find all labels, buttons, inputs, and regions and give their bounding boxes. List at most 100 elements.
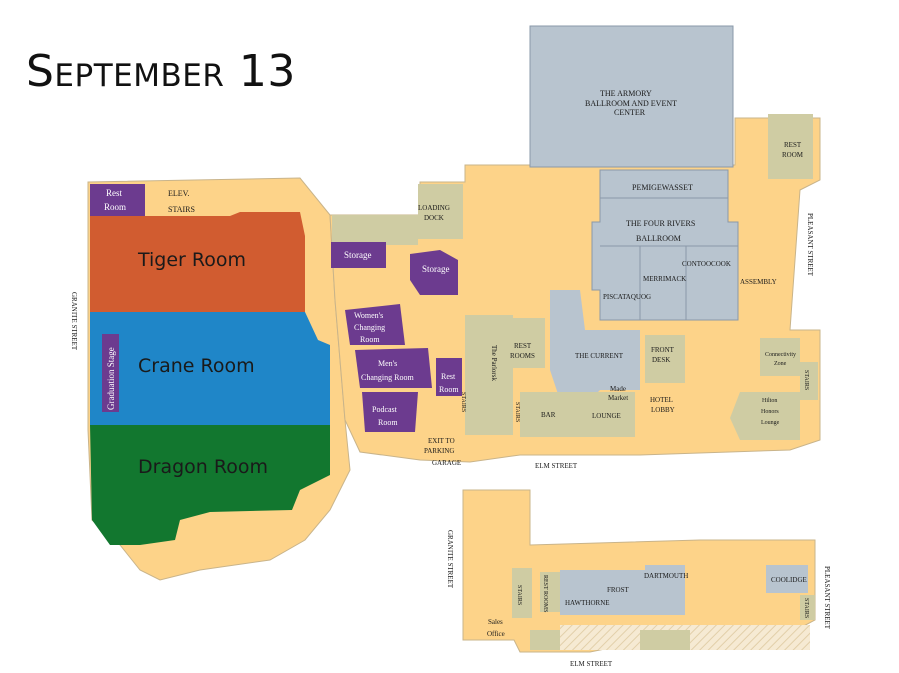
the-parlor-label: The Parlorsk xyxy=(490,345,498,381)
pleasant-street-label-upper: PLEASANT STREET xyxy=(806,213,814,277)
stairs-lower-left-label: STAIRS xyxy=(516,585,522,605)
stairs-lower-left xyxy=(512,568,532,618)
tiger-room xyxy=(90,212,305,312)
podcast-room xyxy=(362,392,418,432)
bar-lounge xyxy=(520,392,635,437)
exit-label-2: PARKING xyxy=(424,447,454,455)
tiger-room-label: Tiger Room xyxy=(137,249,246,271)
stairs-lower-right-label: STAIRS xyxy=(803,598,809,618)
hotel-lobby-label-1: HOTEL xyxy=(650,396,673,404)
contoocook-label: CONTOOCOOK xyxy=(682,260,731,268)
connectivity-label-1: Connectivity xyxy=(765,352,796,358)
four-rivers-ballroom xyxy=(591,169,739,321)
sales-office-label-2: Office xyxy=(487,630,505,638)
storage-1-label: Storage xyxy=(344,250,372,260)
womens-changing-room xyxy=(345,304,405,345)
hilton-label-2: Honors xyxy=(761,409,779,415)
elev-label-1: ELEV. xyxy=(168,189,189,198)
coolidge-label: COOLIDGE xyxy=(771,576,807,584)
the-current xyxy=(550,290,640,400)
hawthorne-label: HAWTHORNE xyxy=(565,599,610,607)
elm-street-label-upper: ELM STREET xyxy=(535,462,578,470)
womens-label-3: Room xyxy=(360,335,380,344)
podcast-label-1: Podcast xyxy=(372,405,398,414)
pemigewasset-label: PEMIGEWASSET xyxy=(632,183,693,192)
dartmouth-label: DARTMOUTH xyxy=(644,572,688,580)
granite-street-label-lower: GRANITE STREET xyxy=(446,530,454,589)
rest-room-mid-label-2: Room xyxy=(439,385,459,394)
lower-floor xyxy=(462,489,816,653)
rest-rooms-mid xyxy=(513,318,545,368)
armory-room xyxy=(529,25,734,168)
graduation-stage-label: Graduation Stage xyxy=(106,347,116,410)
loading-label-2: DOCK xyxy=(424,214,444,222)
service-area xyxy=(332,215,418,245)
dartmouth-room xyxy=(645,565,685,615)
merrimack-label: MERRIMACK xyxy=(643,275,686,283)
lounge-label: LOUNGE xyxy=(592,412,621,420)
loading-dock xyxy=(418,184,463,239)
rest-room-right xyxy=(768,114,813,179)
the-current-label: THE CURRENT xyxy=(575,352,624,360)
dragon-room-label: Dragon Room xyxy=(138,456,268,478)
armory-label-3: CENTER xyxy=(614,108,646,117)
rest-rooms-lower-label: REST ROOMS xyxy=(542,575,548,612)
storage-1 xyxy=(331,242,386,268)
rest-rooms-mid-label-1: REST xyxy=(514,342,532,350)
storage-2-label: Storage xyxy=(422,264,450,274)
hilton-label-1: Hilton xyxy=(762,398,777,404)
frost-label: FROST xyxy=(607,586,630,594)
piscataquog-label: PISCATAQUOG xyxy=(603,293,651,301)
connectivity-label-2: Zone xyxy=(774,361,787,367)
mens-label-2: Changing Room xyxy=(361,373,414,382)
four-rivers-label: THE FOUR RIVERS xyxy=(626,219,695,228)
the-parlor xyxy=(465,315,513,435)
hotel-lobby-label-2: LOBBY xyxy=(651,406,675,414)
dragon-room xyxy=(90,425,330,545)
womens-label-1: Women's xyxy=(354,311,383,320)
frost-room xyxy=(560,570,645,615)
lower-floor-block-1 xyxy=(640,630,690,650)
made-market-label-1: Made xyxy=(610,385,626,393)
rest-room-mid-label-1: Rest xyxy=(441,372,456,381)
stairs-right-label: STAIRS xyxy=(803,370,809,390)
armory-label-1: THE ARMORY xyxy=(600,89,652,98)
rest-rooms-lower xyxy=(540,572,560,612)
granite-street-label-upper: GRANITE STREET xyxy=(70,292,78,351)
front-desk-label-1: FRONT xyxy=(651,346,675,354)
front-desk-label-2: DESK xyxy=(652,356,670,364)
coolidge-room xyxy=(766,565,808,593)
loading-label-1: LOADING xyxy=(418,204,450,212)
exit-label-3: GARAGE xyxy=(432,459,461,467)
stairs-mid-label-2: STAIRS xyxy=(460,392,466,412)
rest-room-tl-label-2: Room xyxy=(104,202,126,212)
rest-room-top-left xyxy=(90,184,145,216)
rest-room-tl-label-1: Rest xyxy=(106,188,123,198)
womens-label-2: Changing xyxy=(354,323,385,332)
pleasant-street-label-lower: PLEASANT STREET xyxy=(823,566,831,630)
crane-room xyxy=(90,312,330,425)
stairs-right xyxy=(800,362,818,400)
lower-floor-block-2 xyxy=(530,630,560,650)
crane-room-label: Crane Room xyxy=(138,355,255,377)
hilton-honors-lounge xyxy=(730,392,800,440)
rest-room-right-label-1: REST xyxy=(784,141,802,149)
exit-label-1: EXIT TO xyxy=(428,437,455,445)
connectivity-zone xyxy=(760,338,800,376)
bar-label: BAR xyxy=(541,411,556,419)
rest-rooms-mid-label-2: ROOMS xyxy=(510,352,535,360)
hilton-label-3: Lounge xyxy=(761,420,780,426)
stairs-lower-right xyxy=(800,595,815,620)
armory-label-2: BALLROOM AND EVENT xyxy=(585,99,677,108)
podcast-label-2: Room xyxy=(378,418,398,427)
mens-changing-room xyxy=(355,348,432,388)
elm-street-label-lower: ELM STREET xyxy=(570,660,613,668)
mens-label-1: Men's xyxy=(378,359,397,368)
storage-2 xyxy=(410,250,458,295)
stairs-mid-label: STAIRS xyxy=(514,402,520,422)
assembly-label: ASSEMBLY xyxy=(740,278,777,286)
elev-label-2: STAIRS xyxy=(168,205,195,214)
rest-room-right-label-2: ROOM xyxy=(782,151,804,159)
front-desk xyxy=(645,335,685,383)
